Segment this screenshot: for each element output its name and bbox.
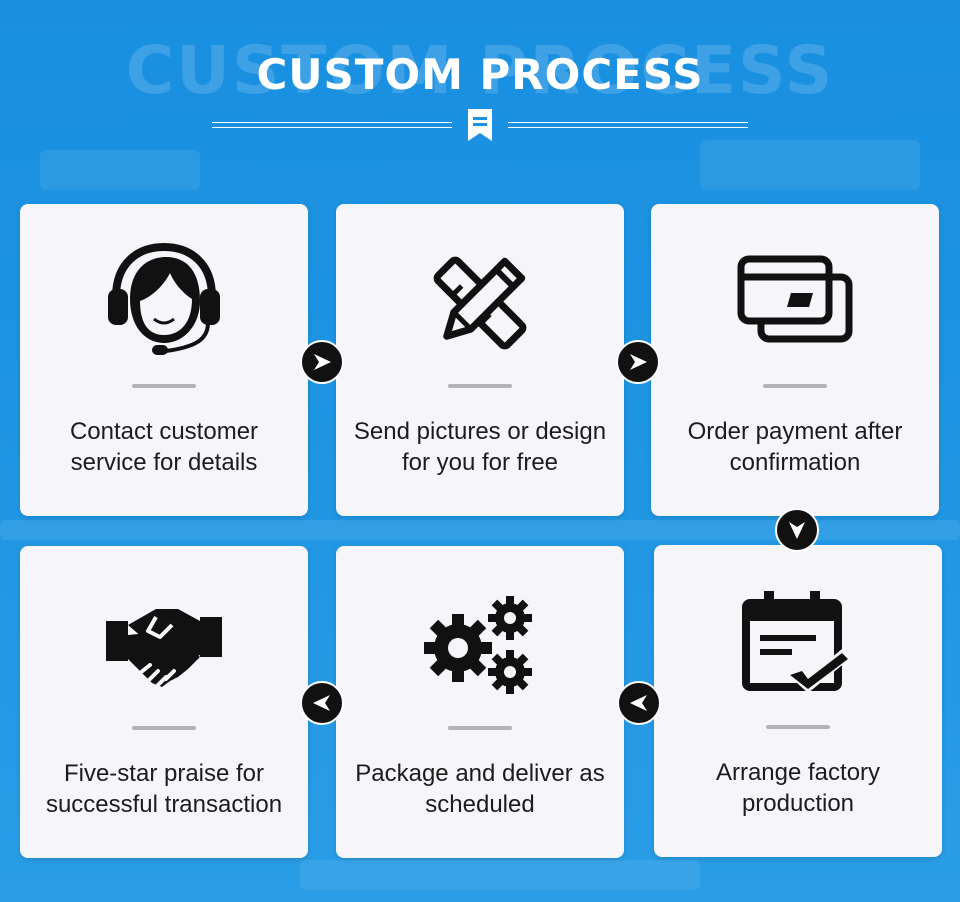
credit-card-icon [737,255,853,343]
divider-bar [763,384,827,388]
handshake-icon [106,609,222,687]
step-card-design: Send pictures or design for you for free [336,204,624,516]
divider-bar [448,384,512,388]
arrow-left-icon [617,681,661,725]
arrow-right-icon [300,340,344,384]
step-card-production: Arrange factory production [654,545,942,857]
divider-bar [448,726,512,730]
calendar-check-icon [742,591,852,693]
title-watermark: CUSTOM PROCESS [125,32,835,109]
step-card-praise: Five-star praise for successful transact… [20,546,308,858]
step-label: Contact customer service for details [69,418,259,476]
bookmark-icon [468,109,492,141]
divider-bar [132,384,196,388]
step-label: Arrange factory production [715,759,881,817]
arrow-right-icon [616,340,660,384]
step-card-payment: Order payment after confirmation [651,204,939,516]
divider-bar [766,725,830,729]
gears-icon [424,596,532,694]
title-divider [212,118,748,132]
headset-icon [108,243,220,355]
step-label: Package and deliver as scheduled [355,760,605,818]
step-label: Send pictures or design for you for free [353,418,607,476]
arrow-left-icon [300,681,344,725]
pencil-ruler-icon [433,256,527,350]
divider-bar [132,726,196,730]
step-label: Order payment after confirmation [687,418,903,476]
arrow-down-icon [775,508,819,552]
page-title: CUSTOM PROCESS [256,50,704,99]
step-label: Five-star praise for successful transact… [45,760,283,818]
step-card-contact: Contact customer service for details [20,204,308,516]
step-card-delivery: Package and deliver as scheduled [336,546,624,858]
